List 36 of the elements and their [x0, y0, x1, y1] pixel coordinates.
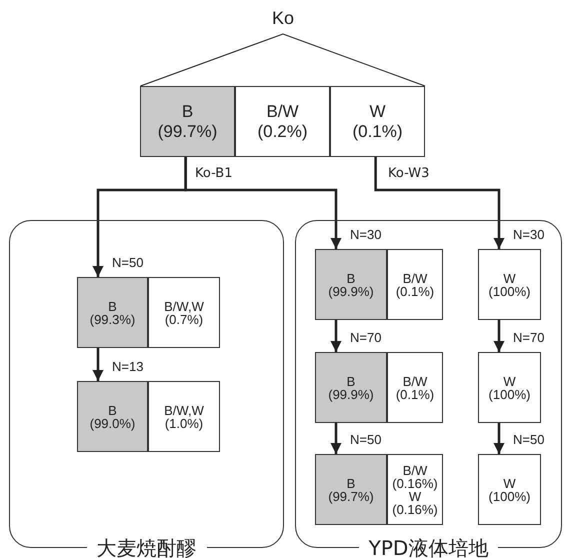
result-cell: B/W (0.1%)	[387, 249, 443, 320]
result-cell: B (99.7%)	[315, 454, 387, 525]
panel-title: YPD液体培地	[358, 536, 498, 558]
arrow	[374, 157, 504, 249]
edge-label: N=50	[112, 255, 144, 270]
result-cell: B (99.3%)	[77, 277, 148, 348]
arrow	[92, 348, 104, 381]
edge-label: N=50	[513, 432, 544, 447]
strain-label: Ko-B1	[195, 166, 232, 180]
edge-label: N=50	[350, 432, 382, 447]
result-cell: B/W (0.2%)	[235, 86, 330, 157]
result-cell: B (99.0%)	[77, 381, 148, 452]
strain-label: Ko-W3	[388, 166, 430, 180]
result-cell: W (100%)	[478, 249, 541, 320]
result-cell: W (100%)	[478, 454, 541, 525]
result-cell: B/W,W (0.7%)	[148, 277, 220, 348]
edge-label: N=30	[513, 227, 544, 242]
result-cell: B (99.9%)	[315, 249, 387, 320]
result-cell: B (99.7%)	[140, 86, 235, 157]
result-cell: B/W (0.16%) W (0.16%)	[387, 454, 443, 525]
arrow	[494, 320, 504, 352]
edge-label: N=70	[513, 330, 544, 345]
result-cell: B (99.9%)	[315, 352, 387, 423]
result-cell: B/W (0.1%)	[387, 352, 443, 423]
tree-title: Ko	[272, 9, 294, 27]
arrow	[330, 423, 342, 454]
edge-label: N=13	[112, 359, 144, 374]
result-cell: W (100%)	[478, 352, 541, 423]
result-cell: W (0.1%)	[330, 86, 425, 157]
arrow	[184, 157, 342, 249]
edge-label: N=70	[350, 330, 382, 345]
panel-title: 大麦焼酎醪	[86, 536, 206, 558]
result-cell: B/W,W (1.0%)	[148, 381, 220, 452]
arrow	[330, 320, 342, 352]
edge-label: N=30	[350, 227, 382, 242]
arrow	[494, 423, 504, 454]
